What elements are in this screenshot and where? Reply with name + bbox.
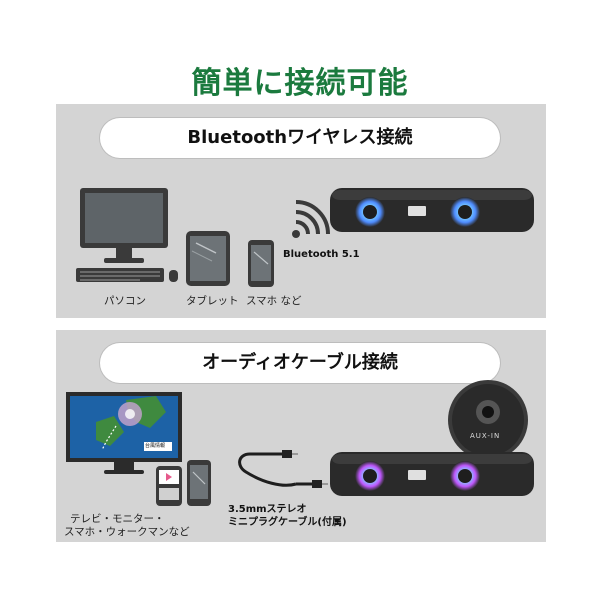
aux-in-label: AUX-IN (470, 432, 501, 440)
aux-port-closeup (448, 380, 528, 460)
cable-section-title: オーディオケーブル接続 (100, 343, 500, 383)
headline: 簡単に接続可能 (191, 66, 409, 101)
wireless-signal-icon (292, 200, 330, 238)
smartphone-icon-2 (187, 460, 211, 506)
smartphone-icon (248, 240, 274, 287)
cable-caption-line2: ミニプラグケーブル(付属) (228, 517, 347, 528)
device-caption-line2: スマホ・ウォークマンなど (64, 526, 190, 538)
desktop-pc-icon (76, 188, 178, 282)
device-label-pc: パソコン (104, 295, 146, 307)
device-caption-line1: テレビ・モニター・ (70, 513, 165, 525)
bluetooth-section-title: Bluetoothワイヤレス接続 (100, 118, 500, 158)
tv-icon (66, 392, 182, 474)
cable-caption-line1: 3.5mmステレオ (228, 504, 307, 515)
tablet-icon (186, 231, 230, 286)
tv-screen-tag: 台風情報 (145, 443, 166, 449)
bluetooth-version-label: Bluetooth 5.1 (283, 249, 360, 260)
device-label-smartphone: スマホ など (246, 295, 302, 307)
music-player-icon (156, 466, 182, 506)
audio-cable-icon (238, 450, 328, 488)
soundbar-speaker (330, 188, 534, 232)
device-label-tablet: タブレット (186, 295, 239, 307)
soundbar-speaker-2 (330, 452, 534, 496)
